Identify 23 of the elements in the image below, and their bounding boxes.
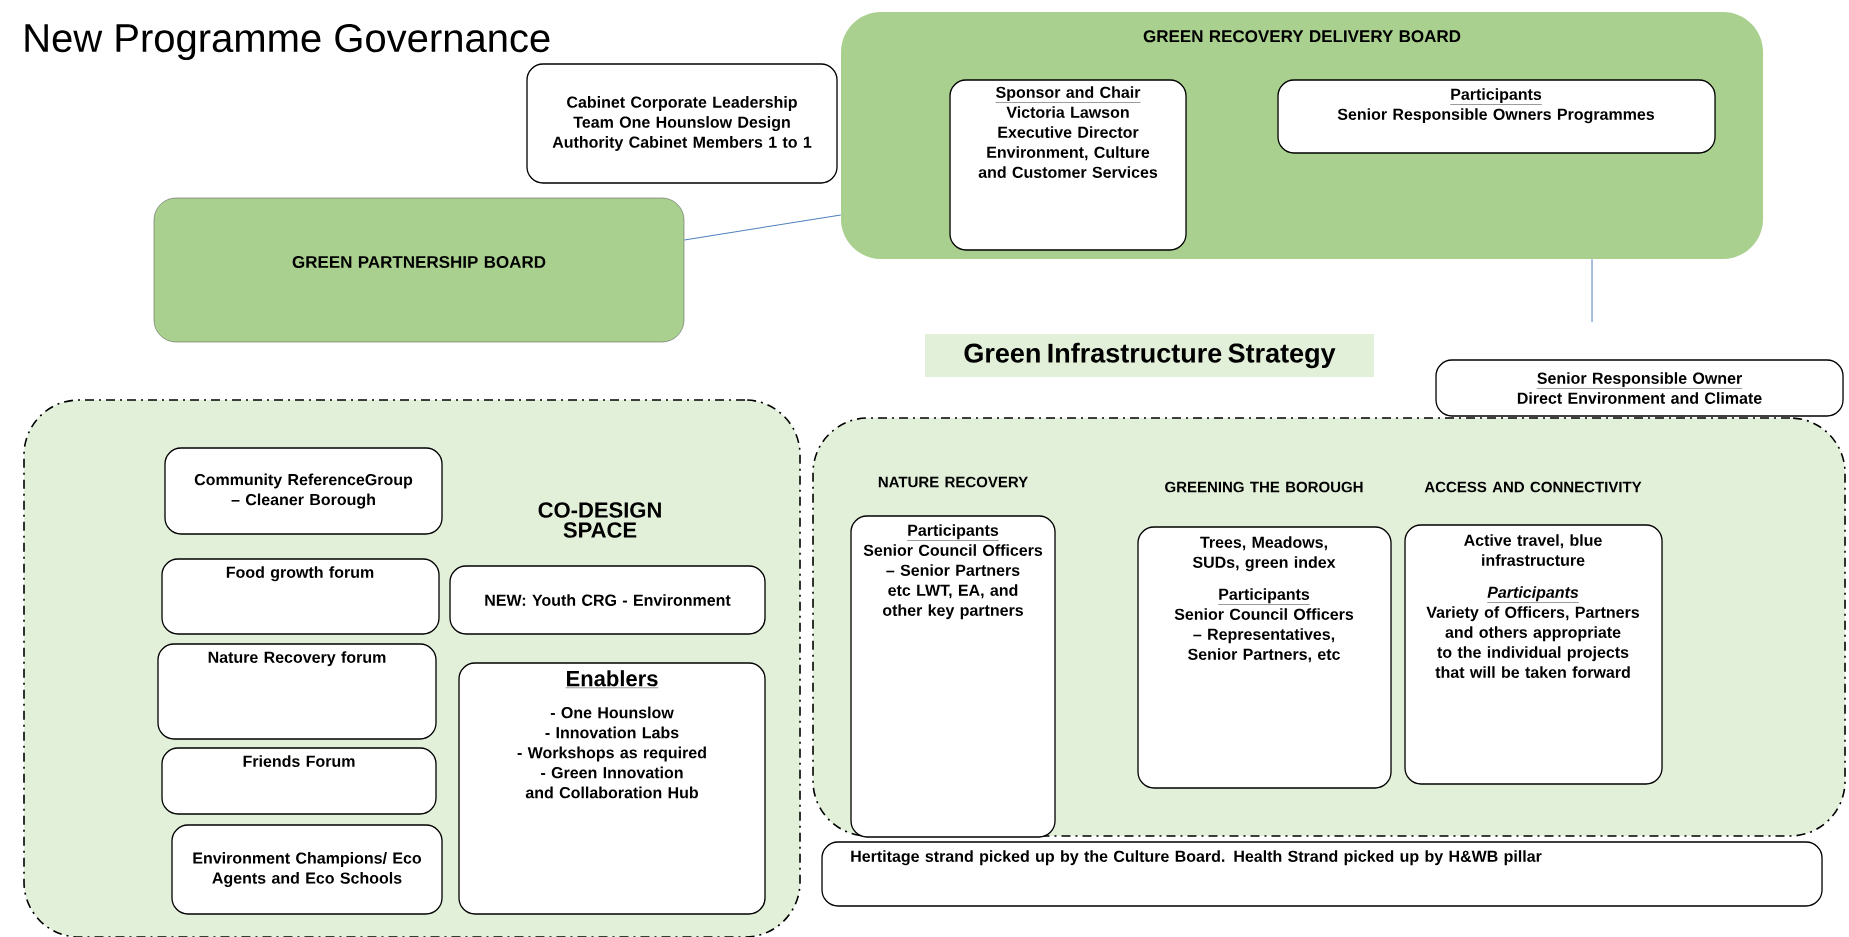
node-label: ACCESS AND CONNECTIVITY — [1424, 481, 1642, 493]
connector-line — [1591, 258, 1593, 323]
rounded-box: GREENING THE BOROUGH Trees, Meadows, SUDs, green index Participants Senior Council Officers – Representatives, Senior Partners, etc — [1137, 481, 1392, 789]
rounded-box: Participants Senior Responsible Owners Programmes — [1277, 79, 1716, 154]
rounded-box: Cabinet Corporate Leadership Team One Hounslow Design Authority Cabinet Members 1 to 1 — [526, 63, 838, 184]
rounded-box: Community ReferenceGroup – Cleaner Borough — [164, 447, 443, 535]
heading-band: Green Infrastructure Strategy — [925, 334, 1374, 377]
rounded-box: Food growth forum — [161, 558, 440, 635]
rounded-box: ACCESS AND CONNECTIVITY Active travel, blue infrastructure Participants Variety of Officers, Partners and others appropriate to the individual projects that will be taken forward — [1404, 481, 1663, 785]
rounded-box: NEW: Youth CRG - Environment — [449, 565, 766, 635]
rounded-box: Enablers - One Hounslow - Innovation Labs - Workshops as required - Green Innovation and Collaboration Hub — [458, 662, 766, 915]
connector-line — [683, 214, 842, 241]
title: New Programme Governance — [25, 23, 550, 61]
rounded-box: Nature Recovery forum — [157, 643, 437, 740]
rounded-box: Senior Responsible Owner Direct Environment and Climate — [1435, 359, 1844, 417]
board-box: GREEN PARTNERSHIP BOARD — [153, 197, 685, 343]
rounded-box: Friends Forum — [161, 747, 437, 815]
rounded-box: Sponsor and Chair Victoria Lawson Executive Director Environment, Culture and Customer Services — [949, 79, 1187, 251]
rounded-box: NATURE RECOVERY Participants Senior Council Officers – Senior Partners etc LWT, EA, and other key partners — [850, 476, 1056, 838]
rounded-box: Hertitage strand picked up by the Culture Board. Health Strand picked up by H&WB pillar — [821, 841, 1823, 907]
node-label: GREENING THE BOROUGH — [1165, 481, 1363, 493]
node-label: NATURE RECOVERY — [878, 476, 1028, 488]
rounded-box: Environment Champions/ Eco Agents and Eco Schools — [171, 824, 443, 915]
